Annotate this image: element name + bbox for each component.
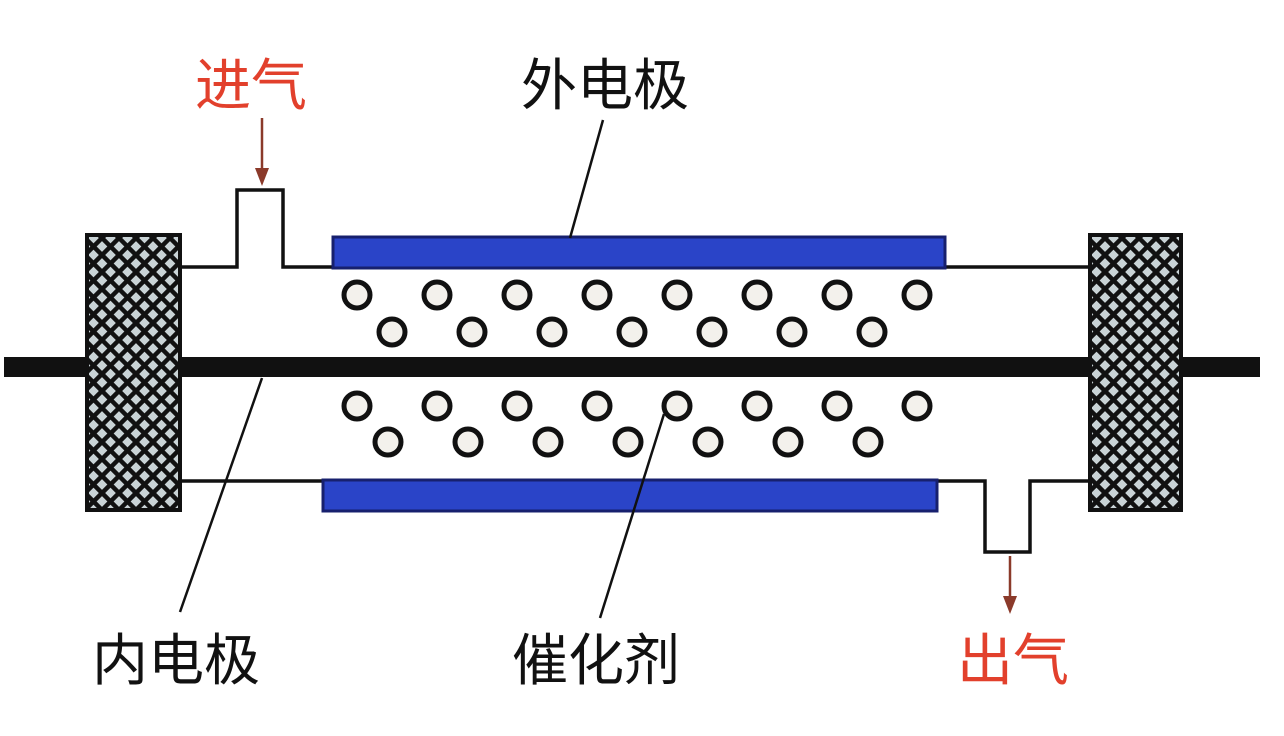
inner-electrode-label: 内电极 <box>92 629 260 694</box>
inner-electrode-leader-line <box>178 377 264 613</box>
catalyst-particle <box>341 279 373 311</box>
catalyst-leader-line <box>598 413 666 619</box>
catalyst-particle <box>421 390 453 422</box>
catalyst-particle <box>852 426 884 458</box>
catalyst-particle <box>532 426 564 458</box>
catalyst-particle <box>696 316 728 348</box>
catalyst-particle <box>372 426 404 458</box>
catalyst-particle <box>612 426 644 458</box>
catalyst-particle <box>452 426 484 458</box>
outer-electrode-label: 外电极 <box>521 54 689 119</box>
catalyst-particle <box>456 316 488 348</box>
gas-in-arrow-icon <box>255 118 269 186</box>
catalyst-particle <box>741 279 773 311</box>
catalyst-particle <box>901 390 933 422</box>
catalyst-particle <box>581 279 613 311</box>
catalyst-particle <box>901 279 933 311</box>
catalyst-particle <box>741 390 773 422</box>
catalyst-particle <box>501 390 533 422</box>
outer-electrode-top <box>331 235 947 270</box>
inner-electrode-rod <box>4 357 1260 377</box>
right-end-cap <box>1088 233 1183 512</box>
catalyst-particle <box>616 316 648 348</box>
catalyst-particle <box>341 390 373 422</box>
catalyst-particle <box>692 426 724 458</box>
catalyst-particles <box>341 279 933 458</box>
catalyst-particle <box>661 390 693 422</box>
catalyst-particle <box>421 279 453 311</box>
catalyst-particle <box>776 316 808 348</box>
catalyst-particle <box>821 279 853 311</box>
gas-in-label: 进气 <box>195 54 307 119</box>
catalyst-particle <box>501 279 533 311</box>
outer-electrode-bottom <box>321 478 939 513</box>
outer-electrode-leader-line <box>568 119 605 239</box>
catalyst-particle <box>772 426 804 458</box>
catalyst-particle <box>376 316 408 348</box>
left-end-cap <box>85 233 182 512</box>
catalyst-particle <box>581 390 613 422</box>
gas-out-label: 出气 <box>957 629 1069 694</box>
catalyst-particle <box>536 316 568 348</box>
catalyst-particle <box>661 279 693 311</box>
catalyst-label: 催化剂 <box>512 629 680 694</box>
catalyst-particle <box>821 390 853 422</box>
catalyst-particle <box>856 316 888 348</box>
gas-out-arrow-icon <box>1003 556 1017 614</box>
